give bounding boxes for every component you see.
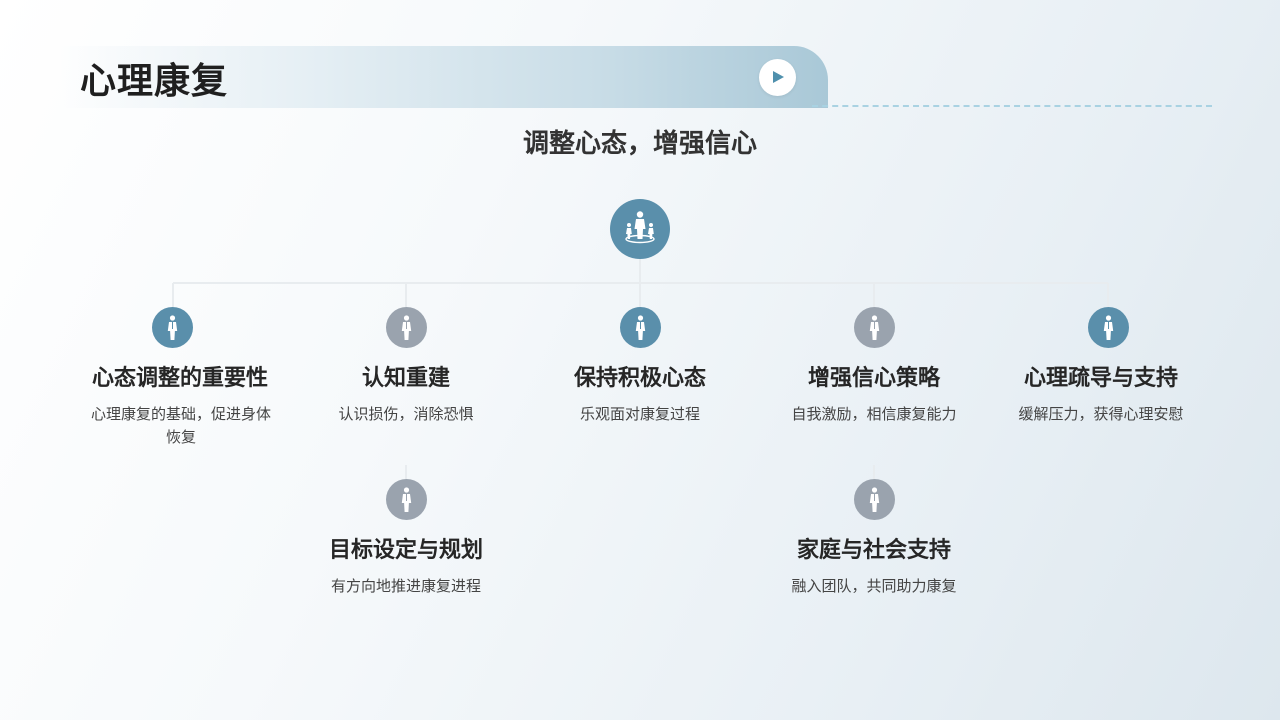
play-icon bbox=[773, 71, 784, 83]
node-2-person-icon bbox=[386, 307, 427, 348]
person-with-group-icon bbox=[625, 211, 655, 244]
root-node bbox=[610, 199, 670, 259]
node-1-person-icon bbox=[152, 307, 193, 348]
node-7-person-icon bbox=[854, 479, 895, 520]
node-2-description: 认识损伤，消除恐惧 bbox=[338, 405, 474, 423]
node-5-person-icon bbox=[1088, 307, 1129, 348]
node-5-title: 心理疏导与支持 bbox=[1023, 366, 1178, 391]
node-2-title: 认知重建 bbox=[361, 366, 450, 391]
node-1-title: 心态调整的重要性 bbox=[91, 366, 268, 391]
diagram-subtitle: 调整心态，增强信心 bbox=[522, 129, 757, 159]
node-3-title: 保持积极心态 bbox=[573, 366, 706, 391]
node-6-description: 有方向地推进康复进程 bbox=[330, 577, 481, 595]
node-4-description: 自我激励，相信康复能力 bbox=[791, 405, 957, 423]
node-4-title: 增强信心策略 bbox=[807, 366, 940, 391]
node-6-title: 目标设定与规划 bbox=[328, 538, 483, 563]
node-7-description: 融入团队，共同助力康复 bbox=[791, 577, 957, 595]
node-5-description: 缓解压力，获得心理安慰 bbox=[1018, 405, 1184, 423]
node-6-person-icon bbox=[386, 479, 427, 520]
play-button[interactable] bbox=[759, 59, 796, 96]
node-4-person-icon bbox=[854, 307, 895, 348]
node-3-description: 乐观面对康复过程 bbox=[579, 405, 700, 423]
page-title: 心理康复 bbox=[80, 61, 229, 102]
node-7-title: 家庭与社会支持 bbox=[796, 538, 951, 563]
title-bar bbox=[60, 46, 828, 108]
node-1-description: 心理康复的基础，促进身体恢复 bbox=[90, 405, 271, 446]
header-dashed-divider bbox=[812, 105, 1212, 107]
node-3-person-icon bbox=[620, 307, 661, 348]
